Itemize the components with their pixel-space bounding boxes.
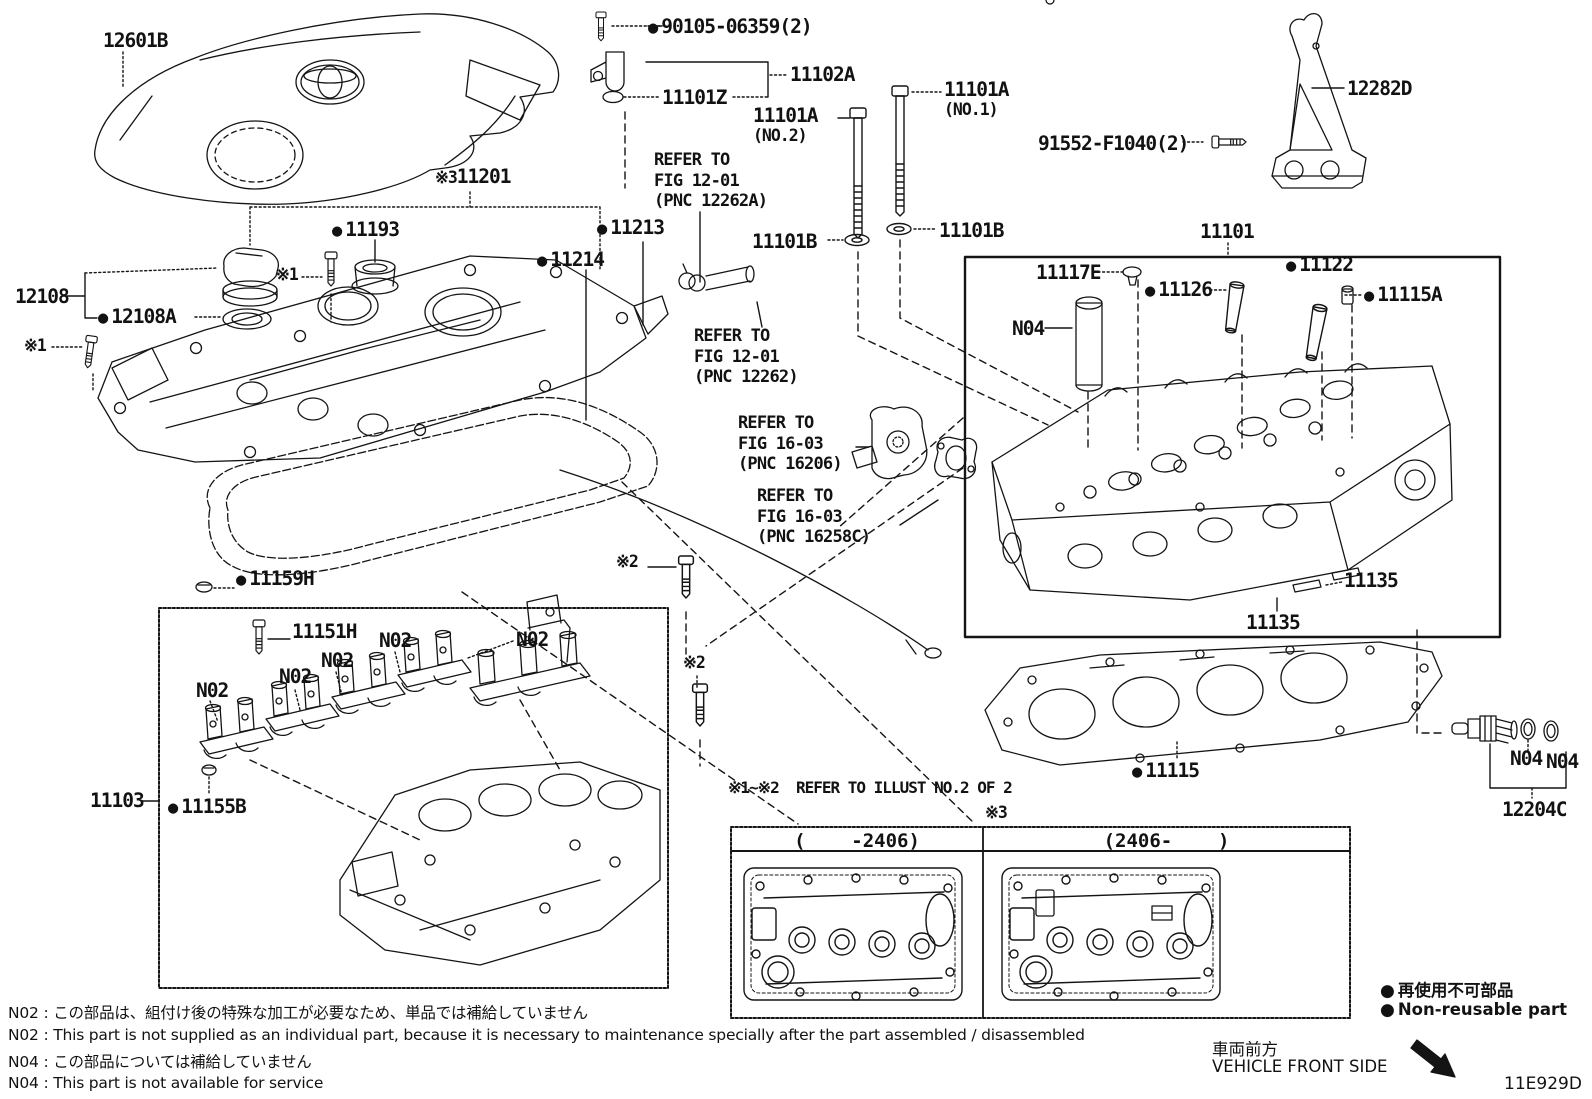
oil-cap-drawing: [222, 247, 280, 330]
callout-n02-5: N02: [516, 628, 549, 651]
callout-12601b: 12601B: [103, 29, 168, 52]
callout-11101z: 11101Z: [662, 86, 727, 109]
vehicle-front-en: VEHICLE FRONT SIDE: [1212, 1057, 1388, 1076]
non-reusable-bullet-icon: ●: [168, 798, 179, 818]
marker-x1-left: ※1: [24, 336, 47, 355]
callout-11102a: 11102A: [790, 63, 855, 86]
callout-n02-1: N02: [196, 679, 229, 702]
callout-11151h: 11151H: [292, 620, 357, 643]
cylinder-head-drawing: [991, 363, 1453, 601]
refer-fig12-01-12262a: REFER TO FIG 12-01 (PNC 12262A): [654, 150, 768, 212]
hose-clamp-drawing: [678, 263, 755, 292]
callout-12108: 12108: [15, 285, 70, 308]
non-reusable-bullet-icon: ●: [98, 308, 109, 328]
drawing-code: 11E929D: [1504, 1074, 1582, 1094]
callout-n02-3: N02: [321, 649, 354, 672]
footnote-n02-jp: N02 : この部品は、組付け後の特殊な加工が必要なため、単品では補給していませ…: [8, 1004, 588, 1022]
table-header-early: ( -2406): [794, 830, 920, 852]
illust-note: ※1~※2 REFER TO ILLUST NO.2 OF 2: [728, 778, 1013, 797]
head-gasket-drawing: [984, 0, 1443, 766]
callout-11155b: ●11155B: [168, 795, 247, 818]
footnote-n02-en: N02 : This part is not supplied as an in…: [8, 1026, 1085, 1044]
callout-12282d: 12282D: [1347, 77, 1412, 100]
callout-11101b-right: 11101B: [939, 219, 1004, 242]
callout-n04-head: N04: [1012, 317, 1045, 340]
valve-cover-drawing: [97, 255, 669, 463]
callout-11103: 11103: [90, 789, 145, 812]
table-header-late: (2406- ): [1103, 830, 1230, 852]
callout-n04-b: N04: [1546, 750, 1579, 773]
non-reusable-bullet-icon: ●: [597, 219, 608, 239]
callout-90105: ●90105-06359(2): [648, 15, 813, 38]
non-reusable-bullet-icon: ●: [332, 221, 343, 241]
callout-12108a: ●12108A: [98, 305, 177, 328]
non-reusable-bullet-icon: ●: [1364, 286, 1375, 306]
callout-11135-bottom: 11135: [1246, 611, 1301, 634]
callout-11214: ●11214: [537, 248, 605, 271]
callout-11122: ●11122: [1286, 253, 1354, 276]
engine-cover-drawing: [94, 13, 560, 205]
legend-non-reusable-en: ●Non-reusable part: [1380, 1000, 1567, 1020]
cover-gasket-drawing: [206, 396, 942, 659]
legend-non-reusable-jp: ●再使用不可部品: [1380, 981, 1514, 1001]
callout-11115: ●11115: [1132, 759, 1200, 782]
cam-sensor-drawing: [590, 11, 625, 104]
footnote-n04-en: N04 : This part is not available for ser…: [8, 1074, 324, 1092]
mount-bracket-drawing: [1271, 13, 1367, 189]
callout-11101b-left: 11101B: [752, 230, 817, 253]
leader-lines: [51, 25, 1567, 841]
non-reusable-bullet-icon: ●: [1132, 762, 1143, 782]
non-reusable-bullet-icon: ●: [537, 251, 548, 271]
callout-12204c: 12204C: [1502, 798, 1567, 821]
head-bolts-drawing: [844, 85, 1247, 247]
table-cover-early-drawing: [743, 867, 963, 1001]
water-outlet-drawing: [851, 406, 978, 480]
non-reusable-bullet-icon: ●: [648, 18, 659, 38]
part-number: 90105-06359(2): [661, 15, 812, 38]
callout-n02-2: N02: [279, 665, 312, 688]
marker-x1-top: ※1: [276, 265, 299, 284]
callout-91552: 91552-F1040(2): [1038, 132, 1189, 155]
non-reusable-bullet-icon: ●: [1145, 281, 1156, 301]
callout-n02-4: N02: [379, 629, 412, 652]
group-boxes: [158, 255, 1502, 1019]
callout-11159h: ●11159H: [236, 567, 315, 590]
refer-fig16-03-16258c: REFER TO FIG 16-03 (PNC 16258C): [757, 486, 871, 548]
callout-11126: ●11126: [1145, 278, 1213, 301]
spark-plug-drawing: [1451, 715, 1559, 744]
callout-11193: ●11193: [332, 218, 400, 241]
callout-11213: ●11213: [597, 216, 665, 239]
non-reusable-bullet-icon: ●: [1286, 256, 1297, 276]
refer-fig12-01-12262: REFER TO FIG 12-01 (PNC 12262): [694, 326, 799, 388]
callout-11101: 11101: [1200, 220, 1255, 243]
callout-11201: ※311201: [435, 165, 511, 188]
callout-n04-a: N04: [1510, 747, 1543, 770]
marker-x2-top: ※2: [616, 552, 639, 571]
non-reusable-bullet-icon: ●: [1380, 1000, 1395, 1020]
refer-fig16-03-16206: REFER TO FIG 16-03 (PNC 16206): [738, 413, 843, 475]
callout-11135-right: 11135: [1344, 569, 1399, 592]
non-reusable-bullet-icon: ●: [236, 570, 247, 590]
non-reusable-bullet-icon: ●: [1380, 981, 1395, 1001]
grommets-drawing: [195, 581, 217, 776]
valve-guides-drawing: [1075, 266, 1354, 392]
marker-x3-table: ※3: [985, 803, 1008, 822]
footnote-n04-jp: N04 : この部品については補給していません: [8, 1053, 312, 1071]
callout-11115a: ●11115A: [1364, 283, 1443, 306]
callout-11101a-no1: 11101A(NO.1): [944, 78, 1009, 119]
cam-housing-drawing: [339, 761, 661, 966]
marker-x2-bottom: ※2: [683, 653, 706, 672]
callout-11117e: 11117E: [1036, 261, 1101, 284]
front-arrow-icon: [1410, 1039, 1456, 1078]
table-cover-late-drawing: [1001, 867, 1221, 1001]
callout-11101a-no2: 11101A(NO.2): [753, 104, 818, 145]
vehicle-front-jp: 車両前方: [1212, 1040, 1278, 1059]
